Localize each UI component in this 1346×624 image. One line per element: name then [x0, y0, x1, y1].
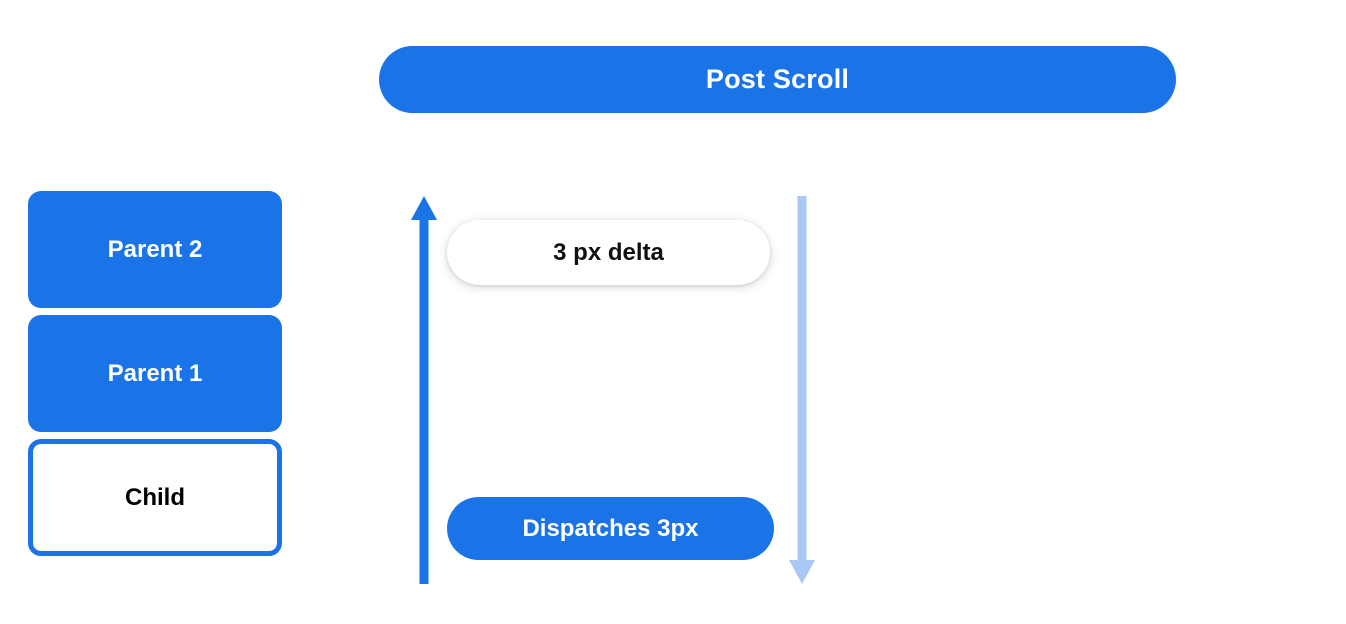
node-parent-2[interactable]: Parent 2 [28, 191, 282, 308]
post-scroll-header: Post Scroll [379, 46, 1176, 113]
downward-dispatch-arrow-icon [789, 196, 815, 584]
page-title: Post Scroll [705, 64, 850, 94]
delta-annotation-label: 3 px delta [553, 238, 664, 266]
delta-annotation-pill: 3 px delta [447, 220, 770, 285]
node-parent-1[interactable]: Parent 1 [28, 315, 282, 432]
node-child[interactable]: Child [28, 439, 282, 556]
dispatch-annotation-label: Dispatches 3px [522, 514, 699, 542]
node-child-label: Child [125, 483, 185, 511]
node-stack: Parent 2 Parent 1 Child [28, 191, 282, 563]
node-parent-1-label: Parent 1 [107, 359, 203, 387]
node-parent-2-label: Parent 2 [107, 235, 203, 263]
dispatch-annotation-pill: Dispatches 3px [447, 497, 774, 560]
upward-propagation-arrow-icon [411, 196, 437, 584]
